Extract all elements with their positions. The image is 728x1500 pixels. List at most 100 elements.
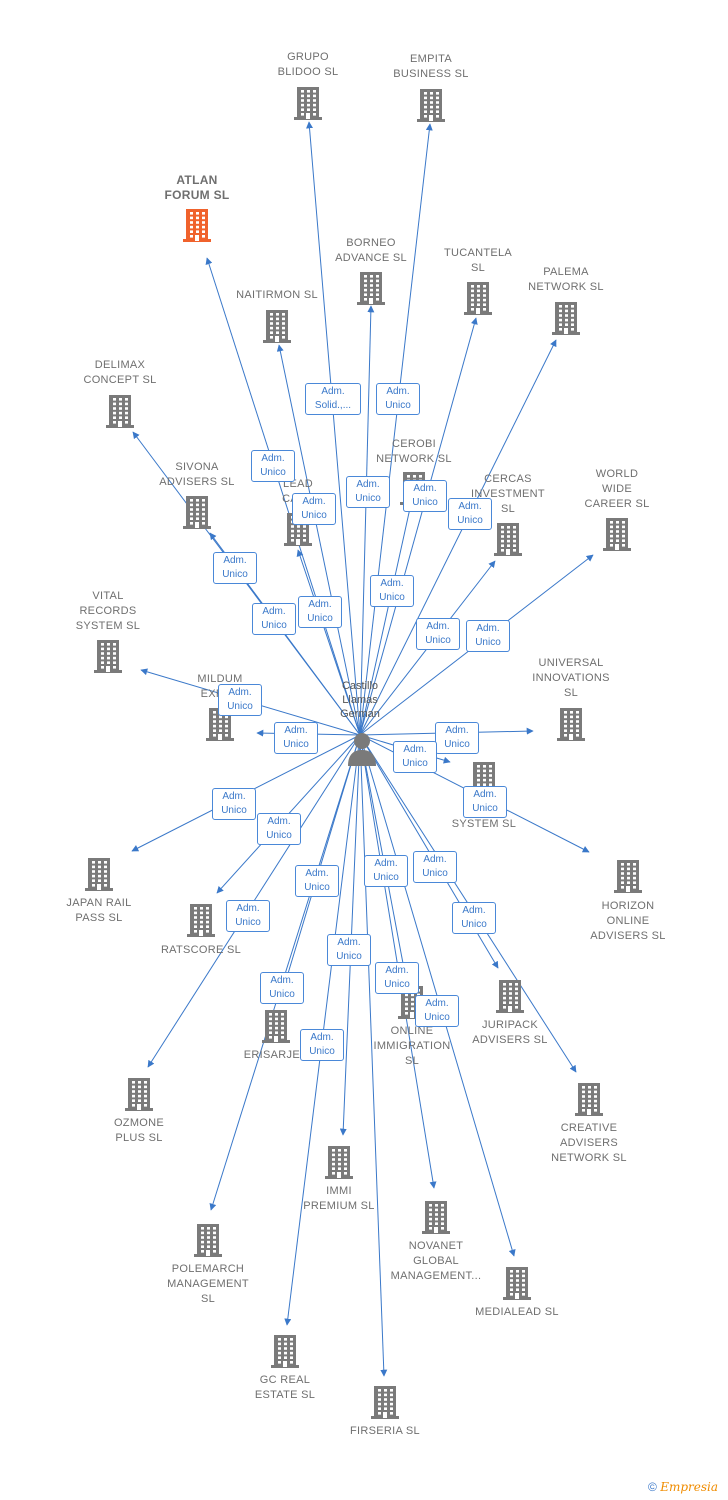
edge-line <box>359 734 437 1189</box>
company-label[interactable]: JURIPACK ADVISERS SL <box>472 1019 548 1046</box>
company-label[interactable]: GC REAL ESTATE SL <box>254 1374 316 1401</box>
company-label[interactable]: GRUPO BLIDOO SL <box>277 51 339 78</box>
company-label[interactable]: CREATIVE ADVISERS NETWORK SL <box>551 1122 627 1164</box>
company-label[interactable]: POLEMARCH MANAGEMENT SL <box>167 1263 249 1305</box>
building-icon[interactable] <box>370 1384 400 1420</box>
company-label[interactable]: RATSCORE SL <box>160 944 242 956</box>
company-label[interactable]: WORLD WIDE CAREER SL <box>584 468 650 510</box>
building-icon[interactable] <box>261 1008 291 1044</box>
building-icon[interactable] <box>574 1081 604 1117</box>
role-badge[interactable]: Adm. Unico <box>257 813 301 845</box>
edge-line <box>359 734 388 1377</box>
role-badge[interactable]: Adm. Unico <box>452 902 496 934</box>
person-icon[interactable] <box>346 732 378 766</box>
role-badge[interactable]: Adm. Unico <box>376 383 420 415</box>
company-label[interactable]: DELIMAX CONCEPT SL <box>83 359 157 386</box>
building-icon[interactable] <box>416 87 446 123</box>
building-icon[interactable] <box>270 1333 300 1369</box>
building-icon[interactable] <box>84 856 114 892</box>
role-badge[interactable]: Adm. Unico <box>364 855 408 887</box>
role-badge[interactable]: Adm. Unico <box>260 972 304 1004</box>
role-badge[interactable]: Adm. Unico <box>393 741 437 773</box>
role-badge[interactable]: Adm. Unico <box>346 476 390 508</box>
building-icon[interactable] <box>463 280 493 316</box>
building-icon[interactable] <box>495 978 525 1014</box>
role-badge[interactable]: Adm. Unico <box>403 480 447 512</box>
company-label[interactable]: VITAL RECORDS SYSTEM SL <box>75 590 141 632</box>
role-badge[interactable]: Adm. Unico <box>226 900 270 932</box>
role-badge[interactable]: Adm. Unico <box>213 552 257 584</box>
copyright: © Empresia <box>648 1480 718 1494</box>
role-badge[interactable]: Adm. Unico <box>327 934 371 966</box>
role-badge[interactable]: Adm. Unico <box>251 450 295 482</box>
company-label[interactable]: JAPAN RAIL PASS SL <box>66 897 132 924</box>
building-icon[interactable] <box>293 85 323 121</box>
role-badge[interactable]: Adm. Unico <box>375 962 419 994</box>
role-badge[interactable]: Adm. Solid.,... <box>305 383 361 415</box>
company-label[interactable]: ERISARJEN <box>243 1049 309 1061</box>
role-badge[interactable]: Adm. Unico <box>466 620 510 652</box>
building-icon[interactable] <box>356 270 386 306</box>
edge-line <box>296 549 361 736</box>
role-badge[interactable]: Adm. Unico <box>300 1029 344 1061</box>
building-icon[interactable] <box>262 308 292 344</box>
role-badge[interactable]: Adm. Unico <box>463 786 507 818</box>
building-icon[interactable] <box>193 1222 223 1258</box>
building-icon[interactable] <box>602 516 632 552</box>
role-badge[interactable]: Adm. Unico <box>435 722 479 754</box>
company-label[interactable]: PALEMA NETWORK SL <box>528 266 604 293</box>
building-icon[interactable] <box>205 706 235 742</box>
building-icon[interactable] <box>186 902 216 938</box>
role-badge[interactable]: Adm. Unico <box>212 788 256 820</box>
building-icon[interactable] <box>493 521 523 557</box>
role-badge[interactable]: Adm. Unico <box>370 575 414 607</box>
role-badge[interactable]: Adm. Unico <box>292 493 336 525</box>
person-name[interactable]: Castillo Llamas German <box>340 680 380 720</box>
edge-line <box>359 489 417 736</box>
company-label[interactable]: BORNEO ADVANCE SL <box>335 237 407 264</box>
building-icon[interactable] <box>182 494 212 530</box>
role-badge[interactable]: Adm. Unico <box>298 596 342 628</box>
company-label[interactable]: IMMI PREMIUM SL <box>303 1185 375 1212</box>
company-label[interactable]: SIVONA ADVISERS SL <box>159 461 235 488</box>
role-badge[interactable]: Adm. Unico <box>413 851 457 883</box>
building-icon[interactable] <box>324 1144 354 1180</box>
building-icon[interactable] <box>502 1265 532 1301</box>
building-icon[interactable] <box>182 207 212 243</box>
company-label[interactable]: FIRSERIA SL <box>350 1425 420 1437</box>
edge-line <box>205 257 361 736</box>
edge-line <box>359 123 433 736</box>
company-label[interactable]: ONLINE IMMIGRATION SL <box>373 1025 451 1067</box>
building-icon[interactable] <box>556 706 586 742</box>
role-badge[interactable]: Adm. Unico <box>416 618 460 650</box>
company-label[interactable]: EMPITA BUSINESS SL <box>393 53 469 80</box>
role-badge[interactable]: Adm. Unico <box>274 722 318 754</box>
company-label[interactable]: HORIZON ONLINE ADVISERS SL <box>590 900 666 942</box>
role-badge[interactable]: Adm. Unico <box>448 498 492 530</box>
company-label[interactable]: NAITIRMON SL <box>236 289 318 301</box>
company-label[interactable]: TUCANTELA SL <box>443 247 513 274</box>
brand-logo[interactable]: Empresia <box>660 1480 718 1494</box>
building-icon[interactable] <box>124 1076 154 1112</box>
role-badge[interactable]: Adm. Unico <box>415 995 459 1027</box>
building-icon[interactable] <box>421 1199 451 1235</box>
edge-line <box>359 305 375 736</box>
building-icon[interactable] <box>105 393 135 429</box>
edge-line <box>306 121 361 736</box>
role-badge[interactable]: Adm. Unico <box>218 684 262 716</box>
company-label[interactable]: NOVANET GLOBAL MANAGEMENT... <box>390 1240 482 1282</box>
role-badge[interactable]: Adm. Unico <box>295 865 339 897</box>
company-label[interactable]: UNIVERSAL INNOVATIONS SL <box>532 657 610 699</box>
company-label[interactable]: MEDIALEAD SL <box>475 1306 559 1318</box>
building-icon[interactable] <box>613 858 643 894</box>
company-label[interactable]: CEROBI NETWORK SL <box>376 438 452 465</box>
company-label[interactable]: CERCAS INVESTMENT SL <box>471 473 545 515</box>
building-icon[interactable] <box>551 300 581 336</box>
copyright-symbol: © <box>648 1480 657 1494</box>
edge-line <box>359 317 478 736</box>
edge-line <box>359 339 557 736</box>
role-badge[interactable]: Adm. Unico <box>252 603 296 635</box>
building-icon[interactable] <box>93 638 123 674</box>
company-label[interactable]: OZMONE PLUS SL <box>113 1117 165 1144</box>
company-label[interactable]: ATLAN FORUM SL <box>164 173 230 202</box>
